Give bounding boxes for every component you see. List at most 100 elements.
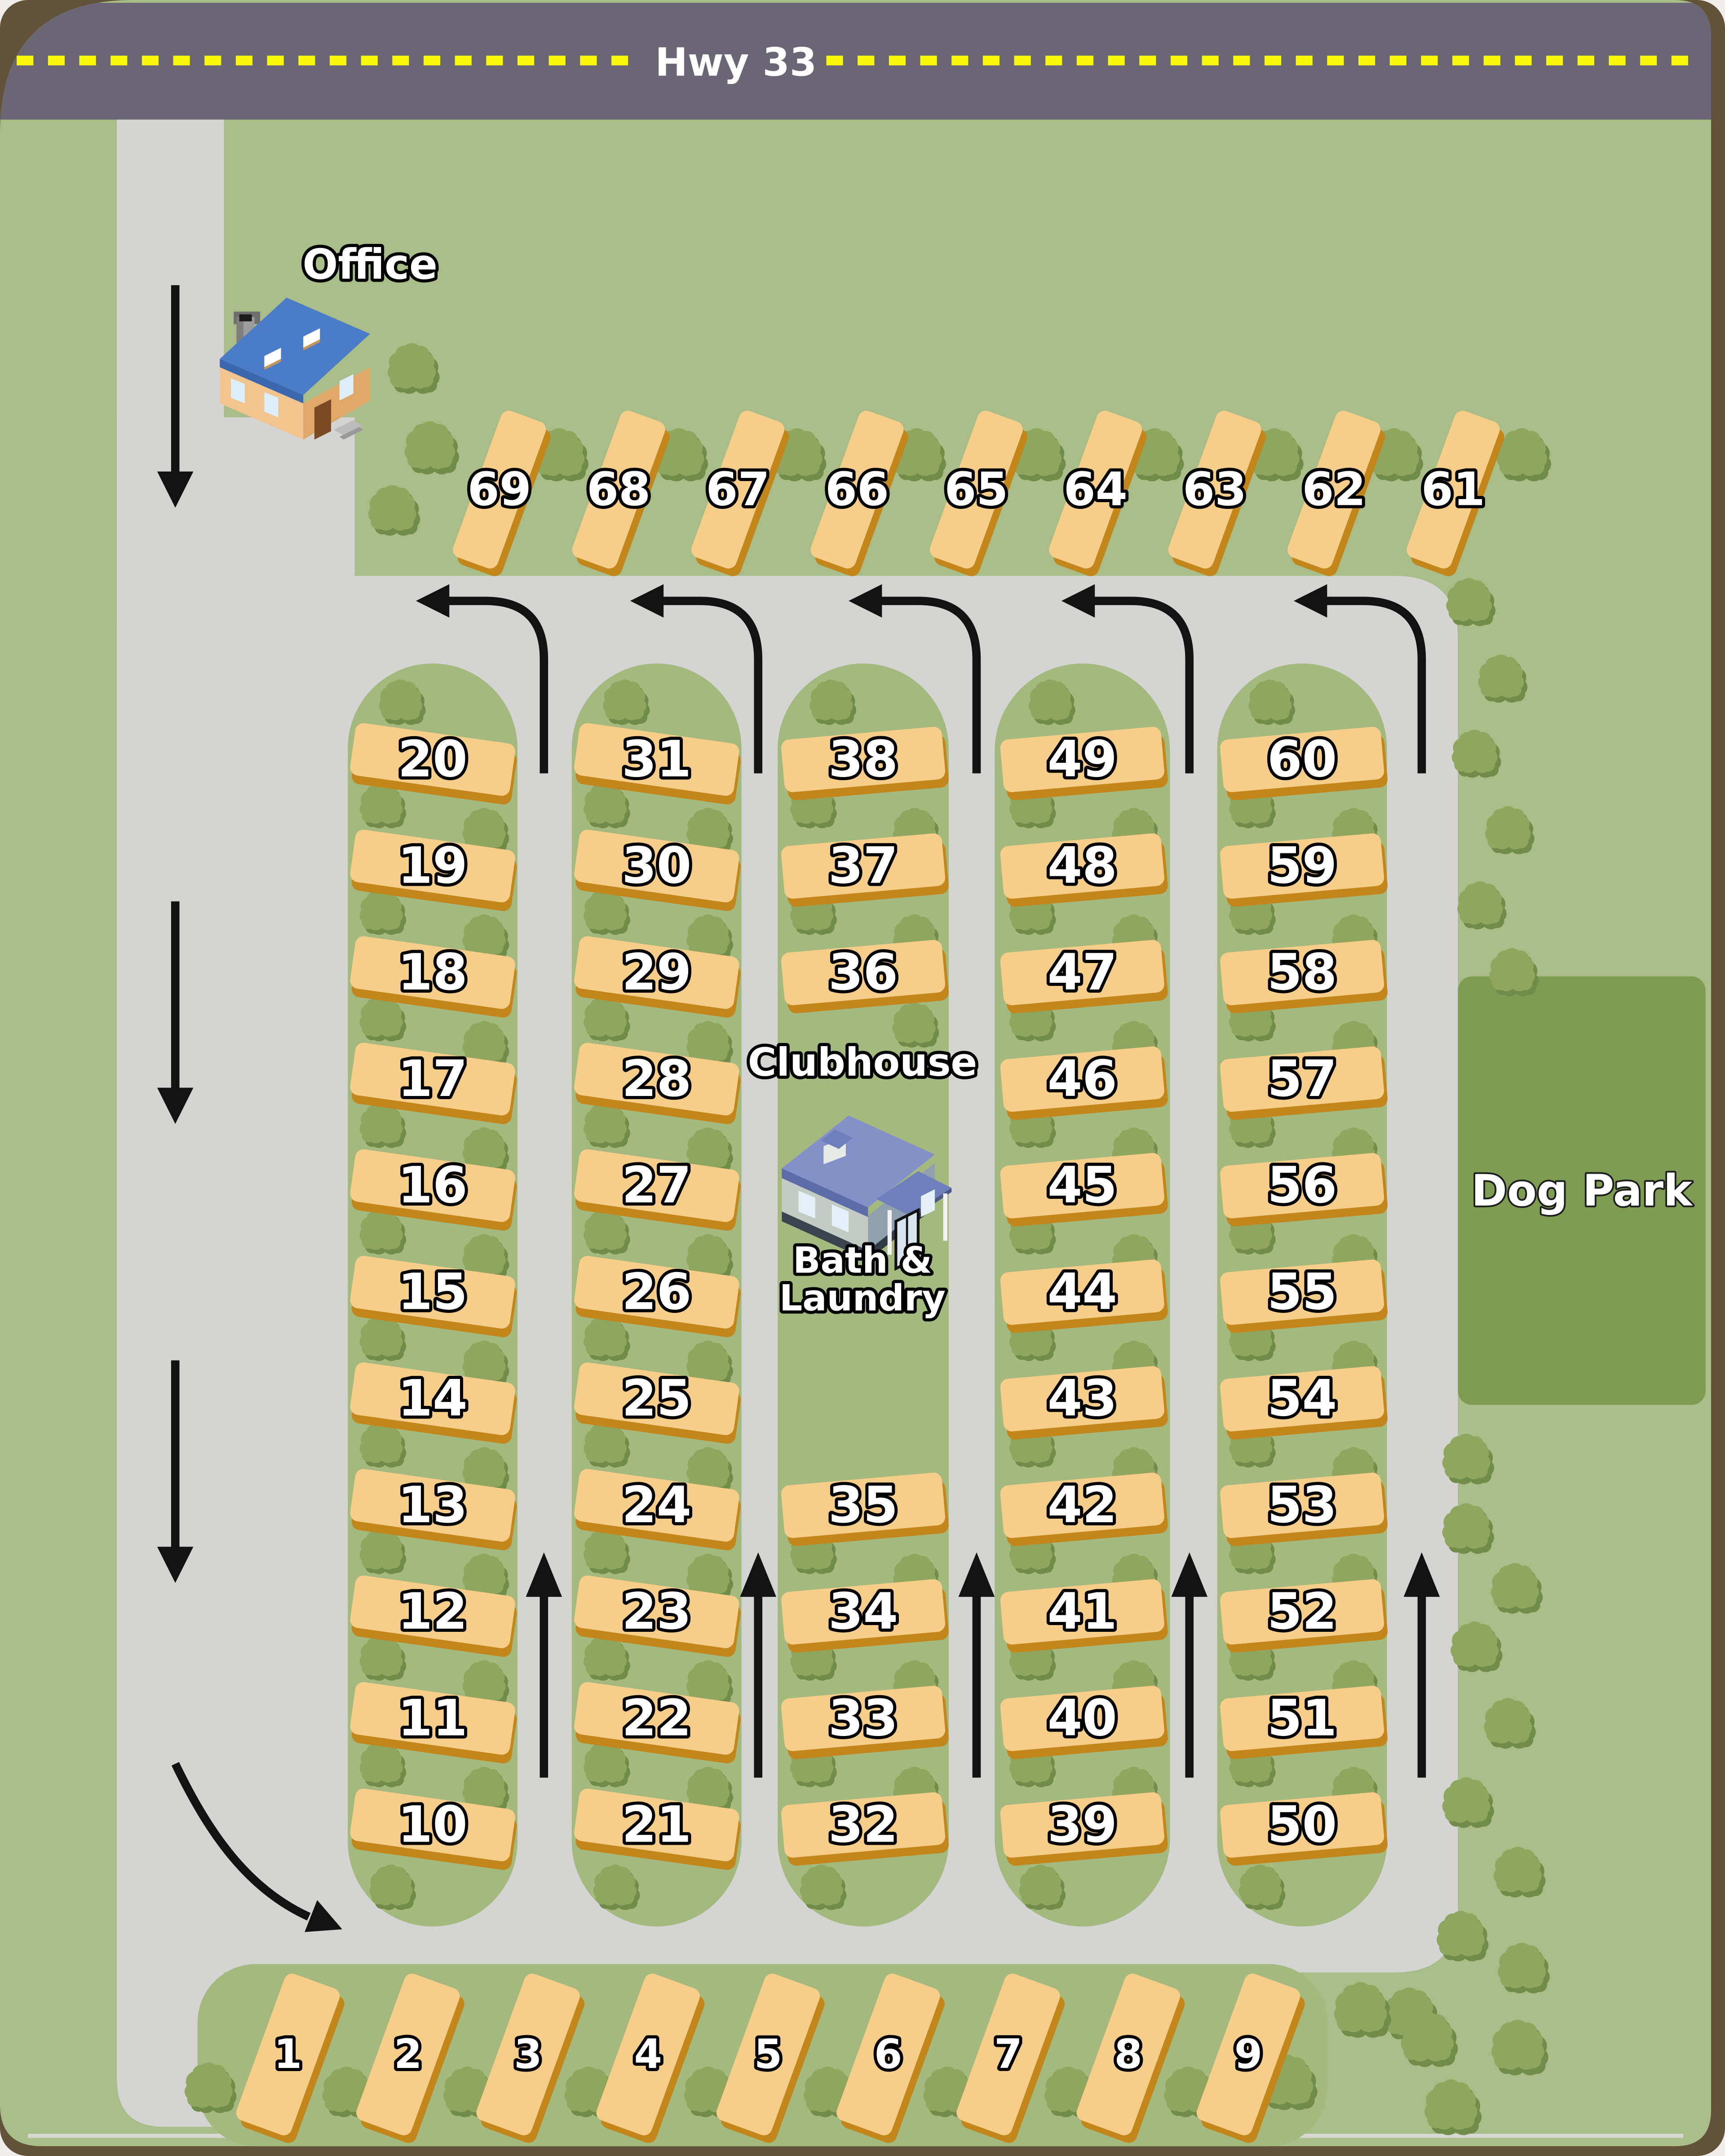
site-26[interactable]: 26 — [572, 1255, 743, 1339]
site-23[interactable]: 23 — [572, 1574, 743, 1658]
site-3[interactable]: 3 — [472, 1971, 589, 2145]
site-58[interactable]: 58 — [1220, 939, 1389, 1014]
site-50[interactable]: 50 — [1220, 1791, 1389, 1867]
site-33[interactable]: 33 — [780, 1685, 949, 1760]
down-arrow-head-icon — [157, 471, 194, 508]
site-69[interactable]: 69 — [449, 408, 555, 579]
highway-dash — [423, 55, 441, 66]
site-1[interactable]: 1 — [232, 1971, 349, 2145]
site-pad — [574, 1469, 739, 1542]
site-number: 22 — [622, 1689, 691, 1747]
site-51[interactable]: 51 — [1220, 1685, 1389, 1760]
site-4[interactable]: 4 — [592, 1971, 709, 2145]
highway-dash — [1108, 55, 1125, 66]
site-19[interactable]: 19 — [348, 829, 519, 912]
down-arrow-head-icon — [157, 1546, 194, 1583]
site-25[interactable]: 25 — [572, 1361, 743, 1445]
site-59[interactable]: 59 — [1220, 832, 1389, 908]
site-pad — [1000, 833, 1164, 899]
site-28[interactable]: 28 — [572, 1042, 743, 1125]
site-8[interactable]: 8 — [1072, 1971, 1189, 2145]
site-18[interactable]: 18 — [348, 935, 519, 1019]
site-7[interactable]: 7 — [952, 1971, 1069, 2145]
site-45[interactable]: 45 — [1000, 1152, 1168, 1228]
site-32[interactable]: 32 — [780, 1791, 949, 1867]
site-30[interactable]: 30 — [572, 829, 743, 912]
site-66[interactable]: 66 — [806, 408, 912, 579]
site-9[interactable]: 9 — [1192, 1971, 1309, 2145]
clubhouse-building-icon — [782, 1115, 952, 1271]
site-52[interactable]: 52 — [1220, 1578, 1389, 1654]
entrance-curve-arrow — [171, 1762, 311, 1921]
site-27[interactable]: 27 — [572, 1148, 743, 1232]
site-12[interactable]: 12 — [348, 1574, 519, 1658]
site-53[interactable]: 53 — [1220, 1472, 1389, 1547]
site-54[interactable]: 54 — [1220, 1365, 1389, 1440]
site-number: 68 — [587, 463, 650, 517]
site-11[interactable]: 11 — [348, 1681, 519, 1764]
office-building-icon — [220, 297, 370, 440]
site-number: 61 — [1421, 463, 1485, 517]
site-6[interactable]: 6 — [832, 1971, 949, 2145]
site-60[interactable]: 60 — [1220, 726, 1389, 801]
site-36[interactable]: 36 — [780, 939, 949, 1014]
site-61[interactable]: 61 — [1402, 408, 1508, 579]
site-2[interactable]: 2 — [352, 1971, 469, 2145]
site-pad — [1220, 940, 1384, 1005]
site-pad — [574, 1789, 739, 1861]
site-15[interactable]: 15 — [348, 1255, 519, 1339]
site-48[interactable]: 48 — [1000, 832, 1168, 908]
site-pad — [572, 411, 665, 569]
site-41[interactable]: 41 — [1000, 1578, 1168, 1654]
site-63[interactable]: 63 — [1164, 408, 1270, 579]
highway-dash — [1264, 55, 1282, 66]
site-31[interactable]: 31 — [572, 722, 743, 806]
site-pad — [350, 1149, 515, 1222]
site-17[interactable]: 17 — [348, 1042, 519, 1125]
turn-left-arrow-head-icon — [416, 584, 450, 618]
site-62[interactable]: 62 — [1283, 408, 1389, 579]
site-pad — [350, 1362, 515, 1435]
site-pad — [1220, 1046, 1384, 1112]
site-49[interactable]: 49 — [1000, 726, 1168, 801]
site-40[interactable]: 40 — [1000, 1685, 1168, 1760]
site-13[interactable]: 13 — [348, 1468, 519, 1551]
site-57[interactable]: 57 — [1220, 1046, 1389, 1121]
site-47[interactable]: 47 — [1000, 939, 1168, 1014]
site-21[interactable]: 21 — [572, 1788, 743, 1871]
site-39[interactable]: 39 — [1000, 1791, 1168, 1867]
site-35[interactable]: 35 — [780, 1472, 949, 1547]
site-44[interactable]: 44 — [1000, 1259, 1168, 1334]
site-56[interactable]: 56 — [1220, 1152, 1389, 1228]
site-pad — [1287, 411, 1381, 569]
site-65[interactable]: 65 — [925, 408, 1031, 579]
site-68[interactable]: 68 — [568, 408, 674, 579]
site-5[interactable]: 5 — [712, 1971, 829, 2145]
site-number: 16 — [398, 1157, 468, 1215]
site-14[interactable]: 14 — [348, 1361, 519, 1445]
site-67[interactable]: 67 — [687, 408, 793, 579]
site-29[interactable]: 29 — [572, 935, 743, 1019]
highway-dash — [1609, 55, 1626, 66]
site-number: 52 — [1267, 1583, 1337, 1641]
site-16[interactable]: 16 — [348, 1148, 519, 1232]
site-20[interactable]: 20 — [348, 722, 519, 806]
site-34[interactable]: 34 — [780, 1578, 949, 1654]
site-43[interactable]: 43 — [1000, 1365, 1168, 1440]
site-37[interactable]: 37 — [780, 832, 949, 908]
site-38[interactable]: 38 — [780, 726, 949, 801]
site-64[interactable]: 64 — [1045, 408, 1151, 579]
site-24[interactable]: 24 — [572, 1468, 743, 1551]
site-pad — [716, 1973, 820, 2135]
site-22[interactable]: 22 — [572, 1681, 743, 1764]
site-10[interactable]: 10 — [348, 1788, 519, 1871]
site-46[interactable]: 46 — [1000, 1046, 1168, 1121]
site-55[interactable]: 55 — [1220, 1259, 1389, 1334]
site-42[interactable]: 42 — [1000, 1472, 1168, 1547]
site-number: 28 — [622, 1050, 691, 1108]
site-pad — [350, 1256, 515, 1329]
site-number: 35 — [828, 1476, 898, 1534]
site-number: 7 — [994, 2031, 1022, 2078]
highway-dash — [455, 55, 472, 66]
